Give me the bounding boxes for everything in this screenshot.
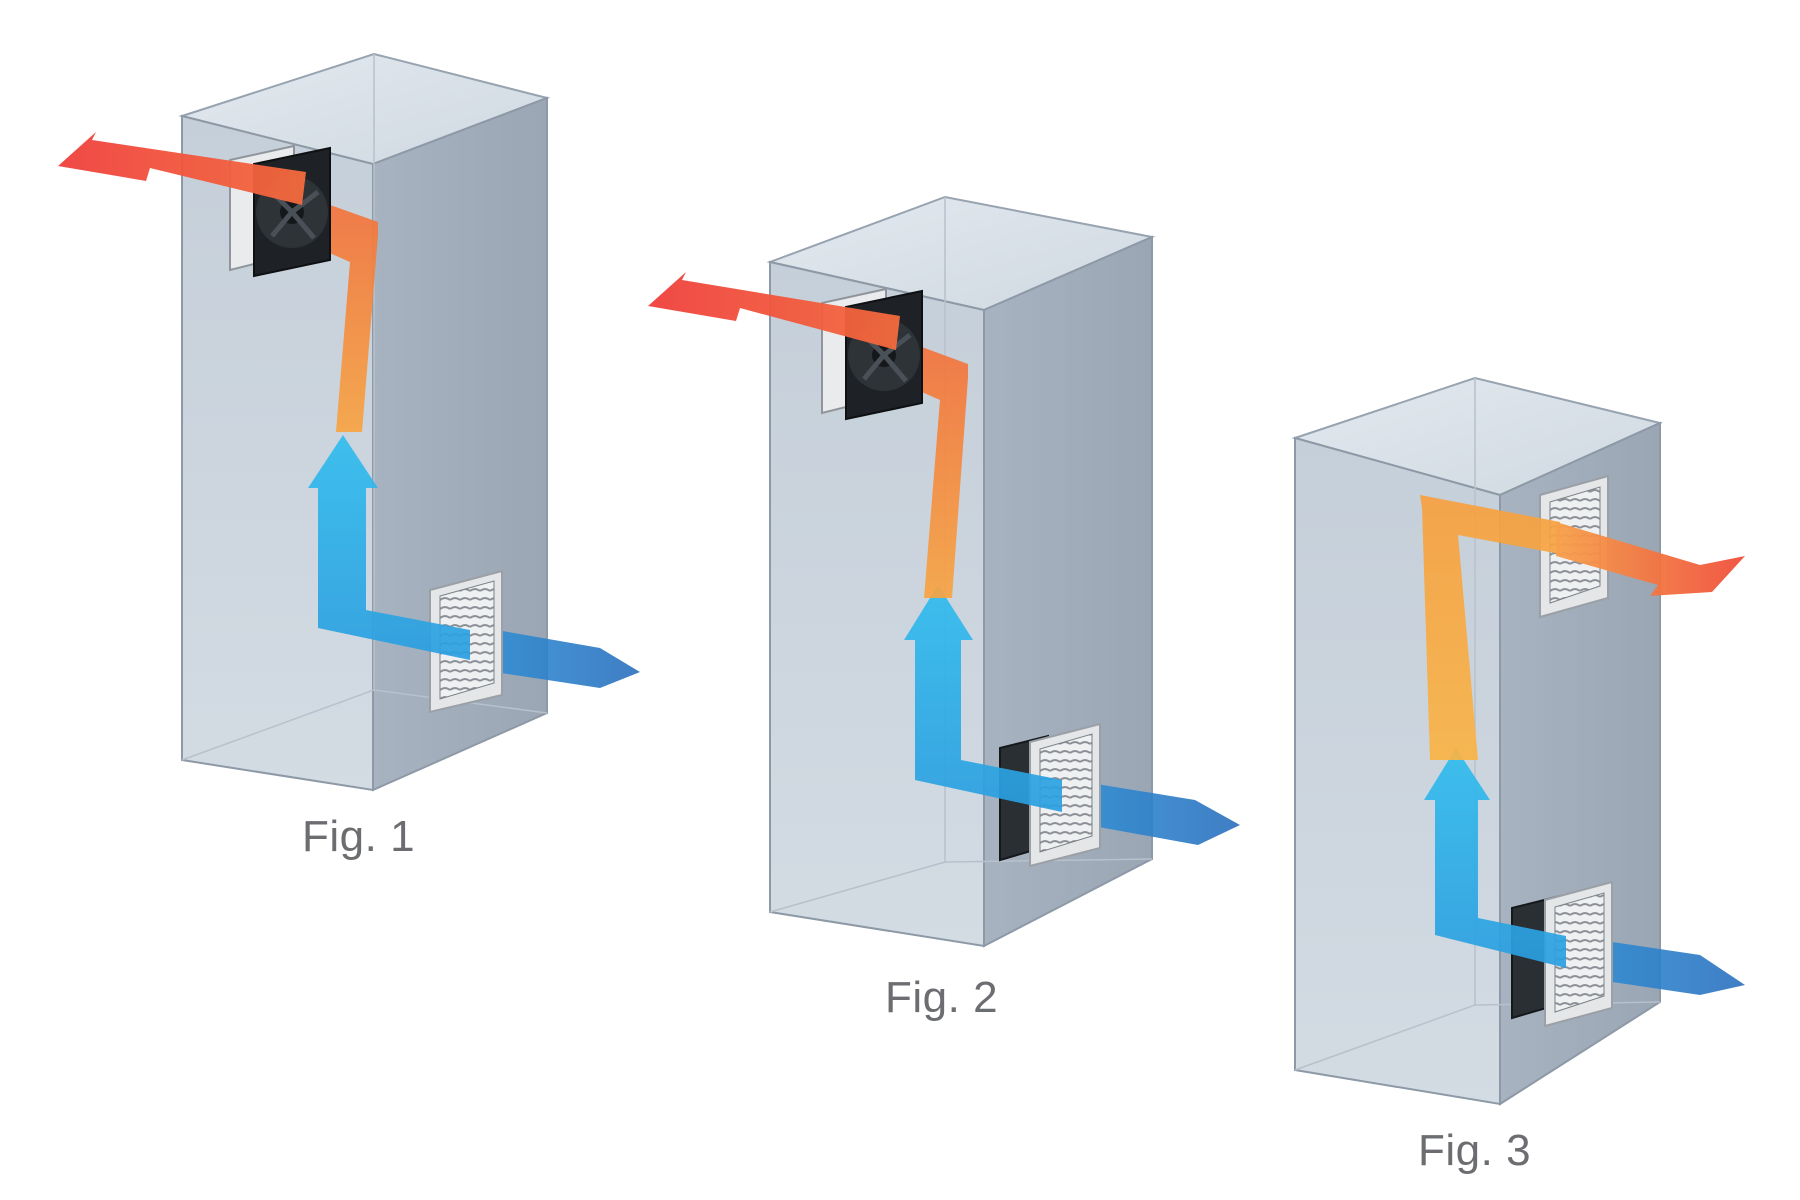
figure-1-label: Fig. 1 <box>302 812 416 861</box>
cool-airflow-3 <box>1424 748 1566 968</box>
intake-airflow-2 <box>1060 778 1240 845</box>
figure-3 <box>1291 376 1745 1106</box>
warm-airflow-2 <box>890 336 968 598</box>
hot-exhaust-airflow-2 <box>648 272 900 350</box>
cool-airflow-1 <box>308 435 470 660</box>
cool-airflow-2 <box>904 585 1062 812</box>
hot-exhaust-airflow-1 <box>58 132 306 205</box>
warm-airflow-3 <box>1420 495 1560 760</box>
hot-exhaust-airflow-3 <box>1556 522 1745 596</box>
filter-grille-icon <box>1544 880 1613 1028</box>
figure-3-label: Fig. 3 <box>1418 1126 1532 1175</box>
figure-2 <box>648 195 1240 948</box>
filter-grille-icon <box>1029 722 1101 868</box>
figure-2-label: Fig. 2 <box>885 973 999 1022</box>
intake-airflow-1 <box>468 625 640 688</box>
warm-airflow-1 <box>300 195 378 432</box>
figure-1 <box>58 52 640 792</box>
